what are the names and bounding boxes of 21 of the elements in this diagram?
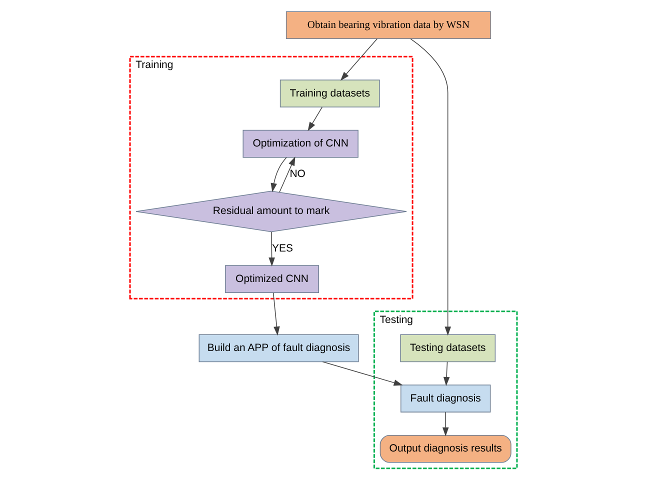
arrow	[278, 156, 295, 193]
arrow	[340, 38, 378, 81]
arrow	[442, 361, 450, 386]
node-box: Output diagnosis results	[379, 434, 511, 463]
node-box: Obtain bearing vibration data by WSN	[285, 11, 491, 39]
arrow	[442, 412, 448, 436]
edge-label: NO	[289, 168, 305, 180]
node-box: Optimized CNN	[224, 265, 318, 293]
node-diamond: Residual amount to mark	[135, 190, 406, 232]
node-box: Optimization of CNN	[242, 130, 358, 158]
node-box: Testing datasets	[400, 334, 496, 362]
arrow	[410, 38, 451, 336]
arrow	[268, 232, 274, 267]
node-box: Training datasets	[279, 80, 380, 108]
arrow	[307, 106, 322, 132]
edge-label: YES	[272, 242, 293, 254]
node-box: Build an APP of fault diagnosis	[198, 334, 358, 362]
node-box: Fault diagnosis	[400, 384, 490, 412]
arrow	[322, 361, 402, 386]
arrow	[270, 157, 286, 192]
arrow	[272, 292, 280, 336]
